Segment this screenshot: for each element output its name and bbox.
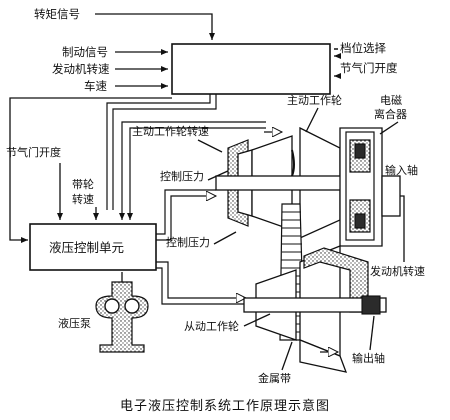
ecu-output-bus: [106, 94, 217, 210]
label-control-pressure-2: 控制压力: [166, 235, 210, 249]
metal-belt-leader: [281, 341, 293, 371]
label-belt-speed-1: 带轮: [72, 177, 94, 191]
drive-pulley-speed-leader: [197, 139, 223, 153]
label-control-pressure-1: 控制压力: [160, 169, 204, 183]
label-throttle-right: 节气门开度: [340, 61, 398, 75]
pressure-line-upper: [156, 189, 216, 241]
label-engine-speed-right: 发动机转速: [370, 264, 425, 278]
label-belt-speed-2: 转速: [72, 192, 94, 206]
label-em-clutch-1: 电磁: [380, 94, 402, 107]
label-driven-pulley: 从动工作轮: [184, 319, 239, 333]
label-metal-belt: 金属带: [258, 371, 291, 385]
label-gear-select: 档位选择: [340, 41, 386, 55]
label-engine-speed-left: 发动机转速: [52, 62, 110, 76]
input-shaft-line: [400, 195, 405, 262]
hydraulic-unit-label: 液压控制单元: [49, 240, 124, 255]
label-throttle-left: 节气门开度: [6, 145, 61, 159]
label-drive-pulley-speed: 主动工作轮转速: [132, 124, 209, 138]
ecu-box: [171, 43, 331, 95]
driven-pulley: [243, 245, 387, 373]
control-pressure-1-leader: [207, 169, 231, 181]
hydraulic-pump: [95, 272, 149, 353]
label-output-shaft: 输出轴: [352, 351, 385, 365]
diagram-caption: 电子液压控制系统工作原理示意图: [120, 398, 330, 414]
label-drive-pulley: 主动工作轮: [287, 93, 342, 107]
torque-signal-line: [95, 13, 215, 40]
label-em-clutch-2: 离合器: [374, 107, 407, 121]
label-input-shaft: 输入轴: [385, 163, 418, 177]
ecu-to-hydraulic-line: [9, 97, 172, 243]
output-shaft-leader: [369, 315, 375, 351]
label-hydraulic-pump: 液压泵: [58, 316, 91, 330]
drive-pulley-leader: [305, 107, 319, 133]
label-brake-signal: 制动信号: [62, 45, 108, 59]
driven-pulley-leader: [243, 313, 271, 327]
label-vehicle-speed: 车速: [84, 79, 107, 93]
em-clutch-leader: [379, 121, 399, 135]
control-pressure-2-leader: [213, 231, 237, 245]
electromagnetic-clutch: [339, 127, 401, 247]
pressure-line-lower: [156, 261, 246, 305]
hydraulic-control-unit: [29, 223, 157, 271]
label-torque-signal: 转矩信号: [34, 7, 80, 21]
drive-pulley-speed-lines: [119, 121, 266, 220]
